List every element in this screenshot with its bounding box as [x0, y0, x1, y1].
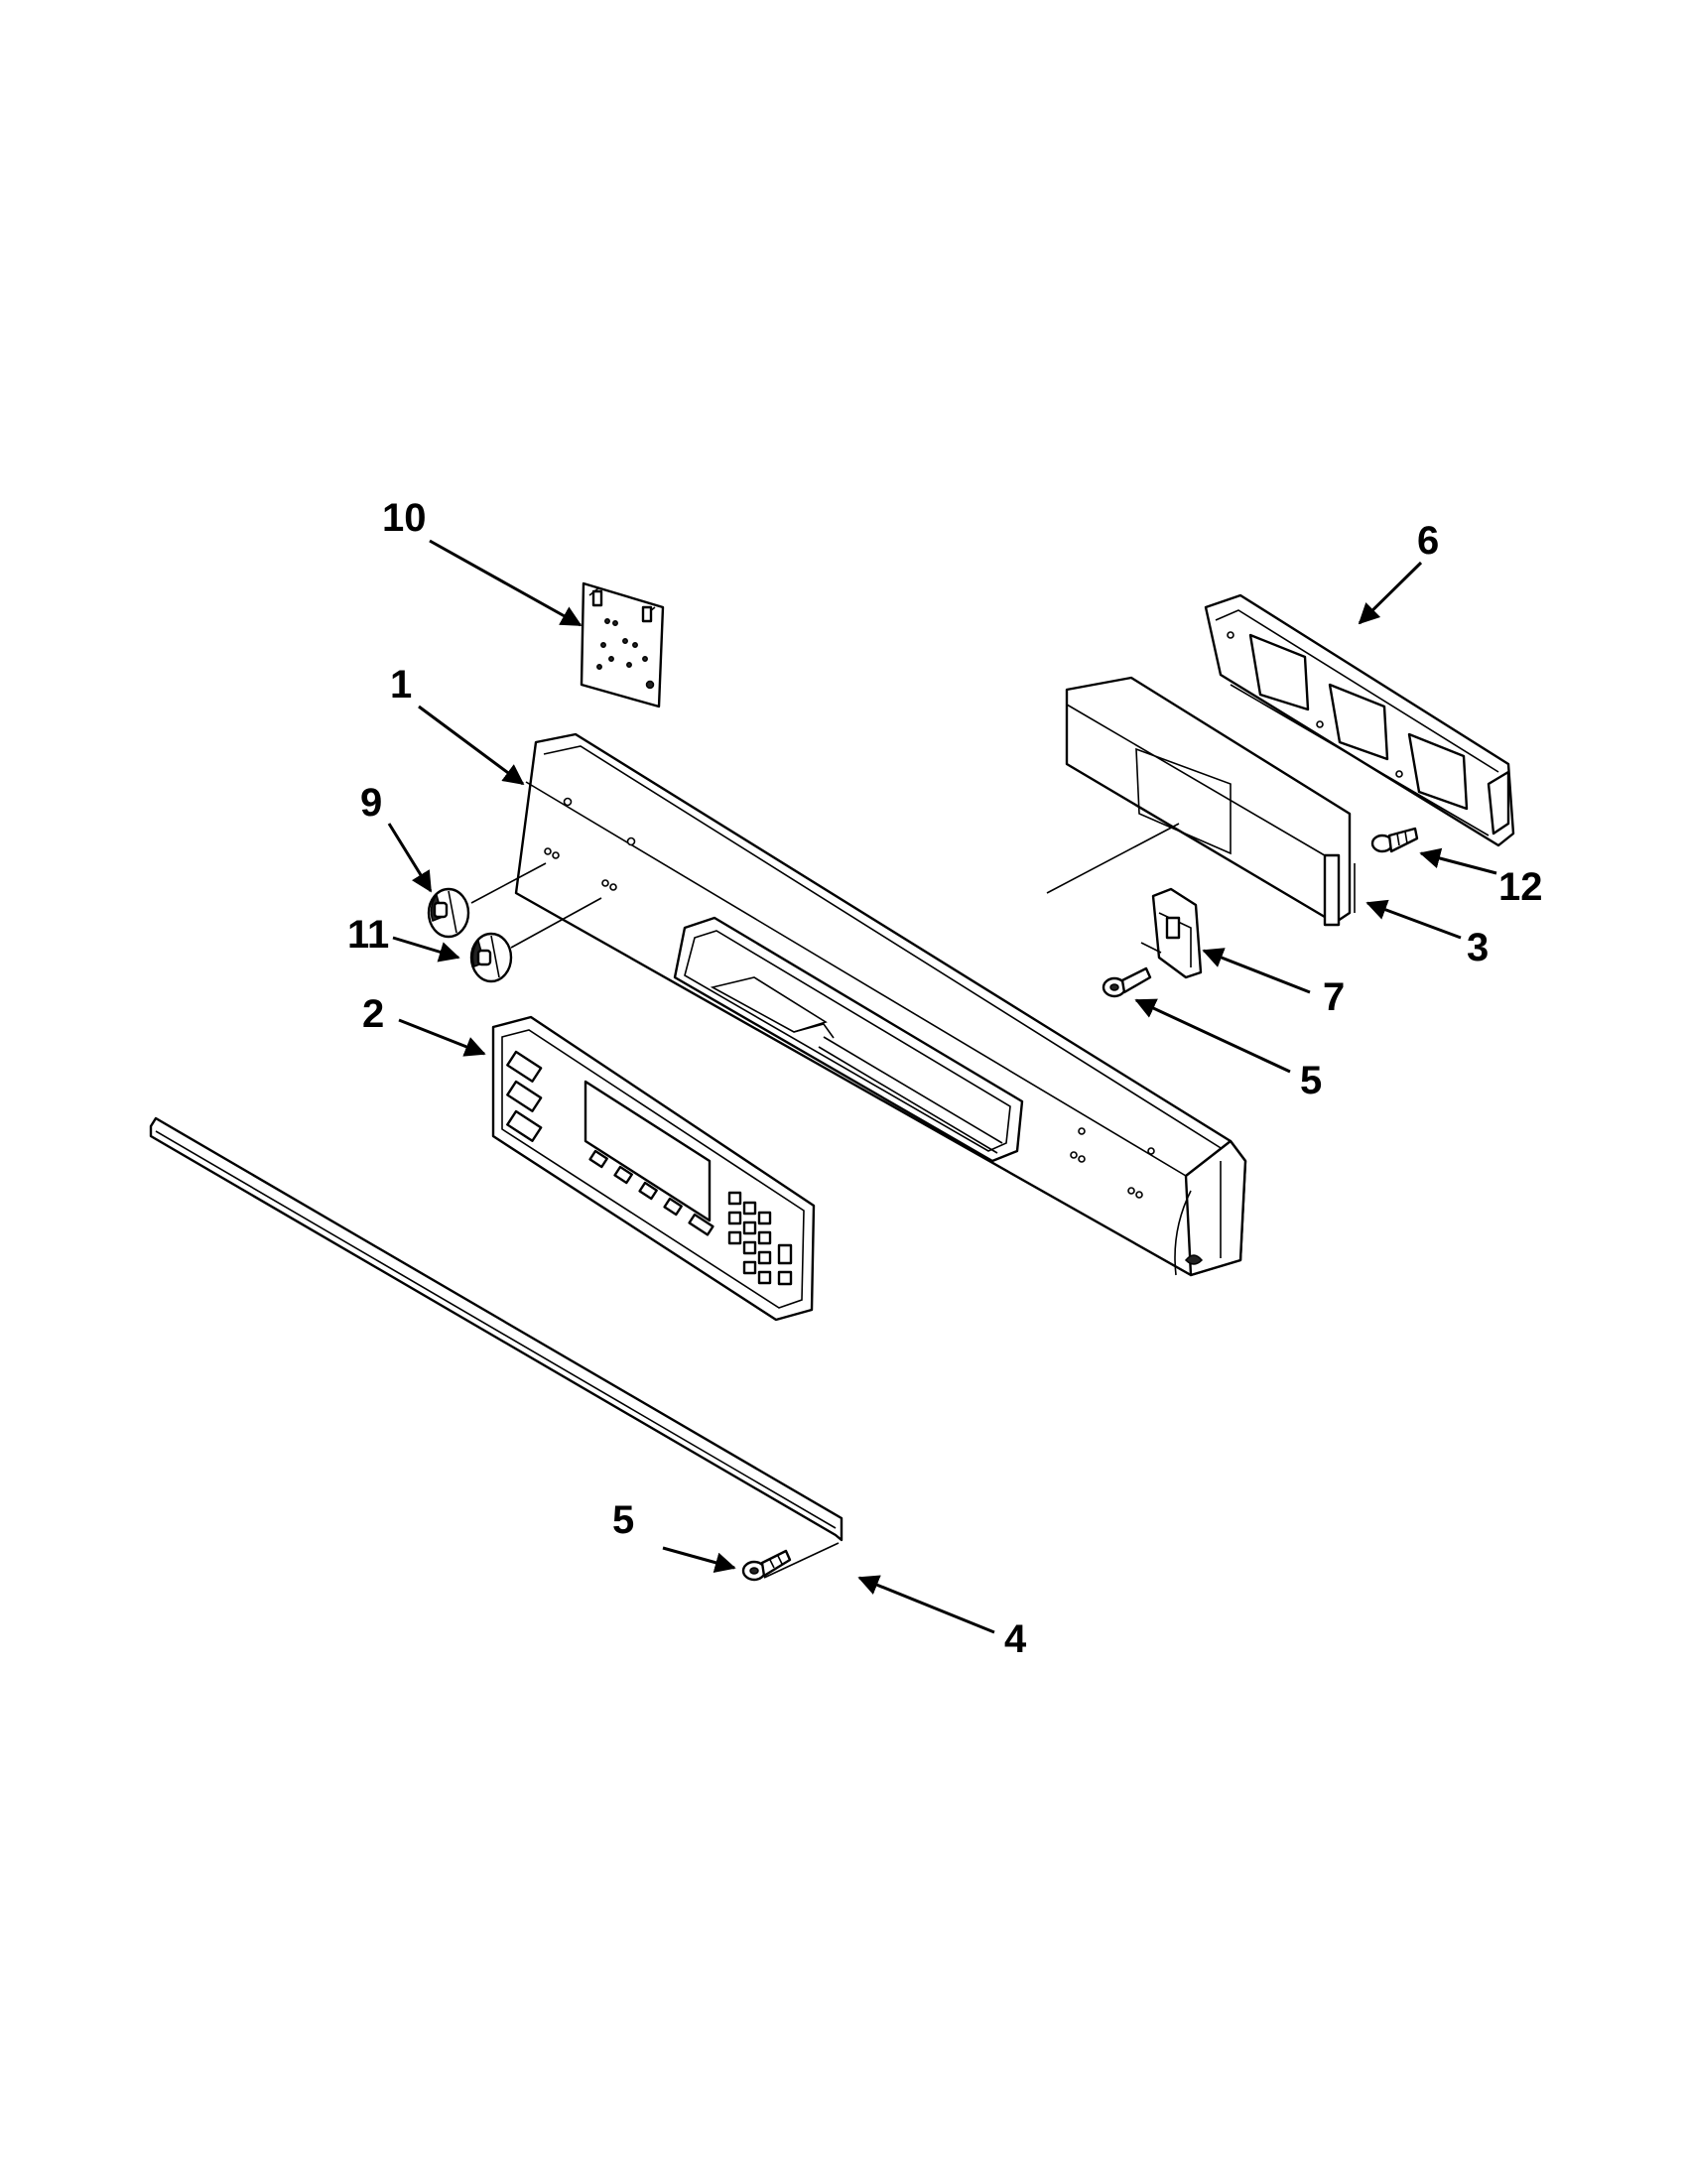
callout-10: 10	[382, 496, 427, 540]
callout-1: 1	[390, 663, 412, 707]
callout-3: 3	[1467, 926, 1489, 969]
control-bracket-part	[1204, 593, 1515, 847]
control-knob-2-part	[469, 932, 513, 983]
switch-board-part	[580, 581, 665, 708]
control-panel-console-part	[514, 732, 1247, 1277]
callout-4: 4	[1004, 1617, 1027, 1661]
mounting-bracket-part	[1140, 887, 1203, 979]
callout-labels: 10 1 9 11 2 6 12 3 7 5 5 4	[347, 496, 1543, 1661]
leader-lines	[387, 539, 1497, 1634]
callout-11: 11	[347, 913, 389, 957]
screw-mid-part	[1102, 966, 1152, 998]
electronic-control-board-part	[1065, 676, 1356, 927]
callout-5-bottom: 5	[612, 1498, 634, 1542]
board-screw-part	[1370, 827, 1419, 853]
callout-6: 6	[1417, 519, 1439, 563]
control-knob-part	[427, 887, 470, 939]
keypad	[727, 1191, 793, 1286]
window-tabs	[818, 1036, 1003, 1154]
callout-7: 7	[1323, 975, 1345, 1019]
callout-9: 9	[360, 781, 382, 825]
callout-12: 12	[1498, 865, 1543, 909]
screw-bottom-part	[741, 1549, 792, 1582]
callout-2: 2	[362, 992, 384, 1036]
trim-strip-part	[149, 1116, 844, 1542]
callout-5-mid: 5	[1300, 1059, 1322, 1102]
membrane-switch-overlay-part	[491, 1015, 816, 1322]
